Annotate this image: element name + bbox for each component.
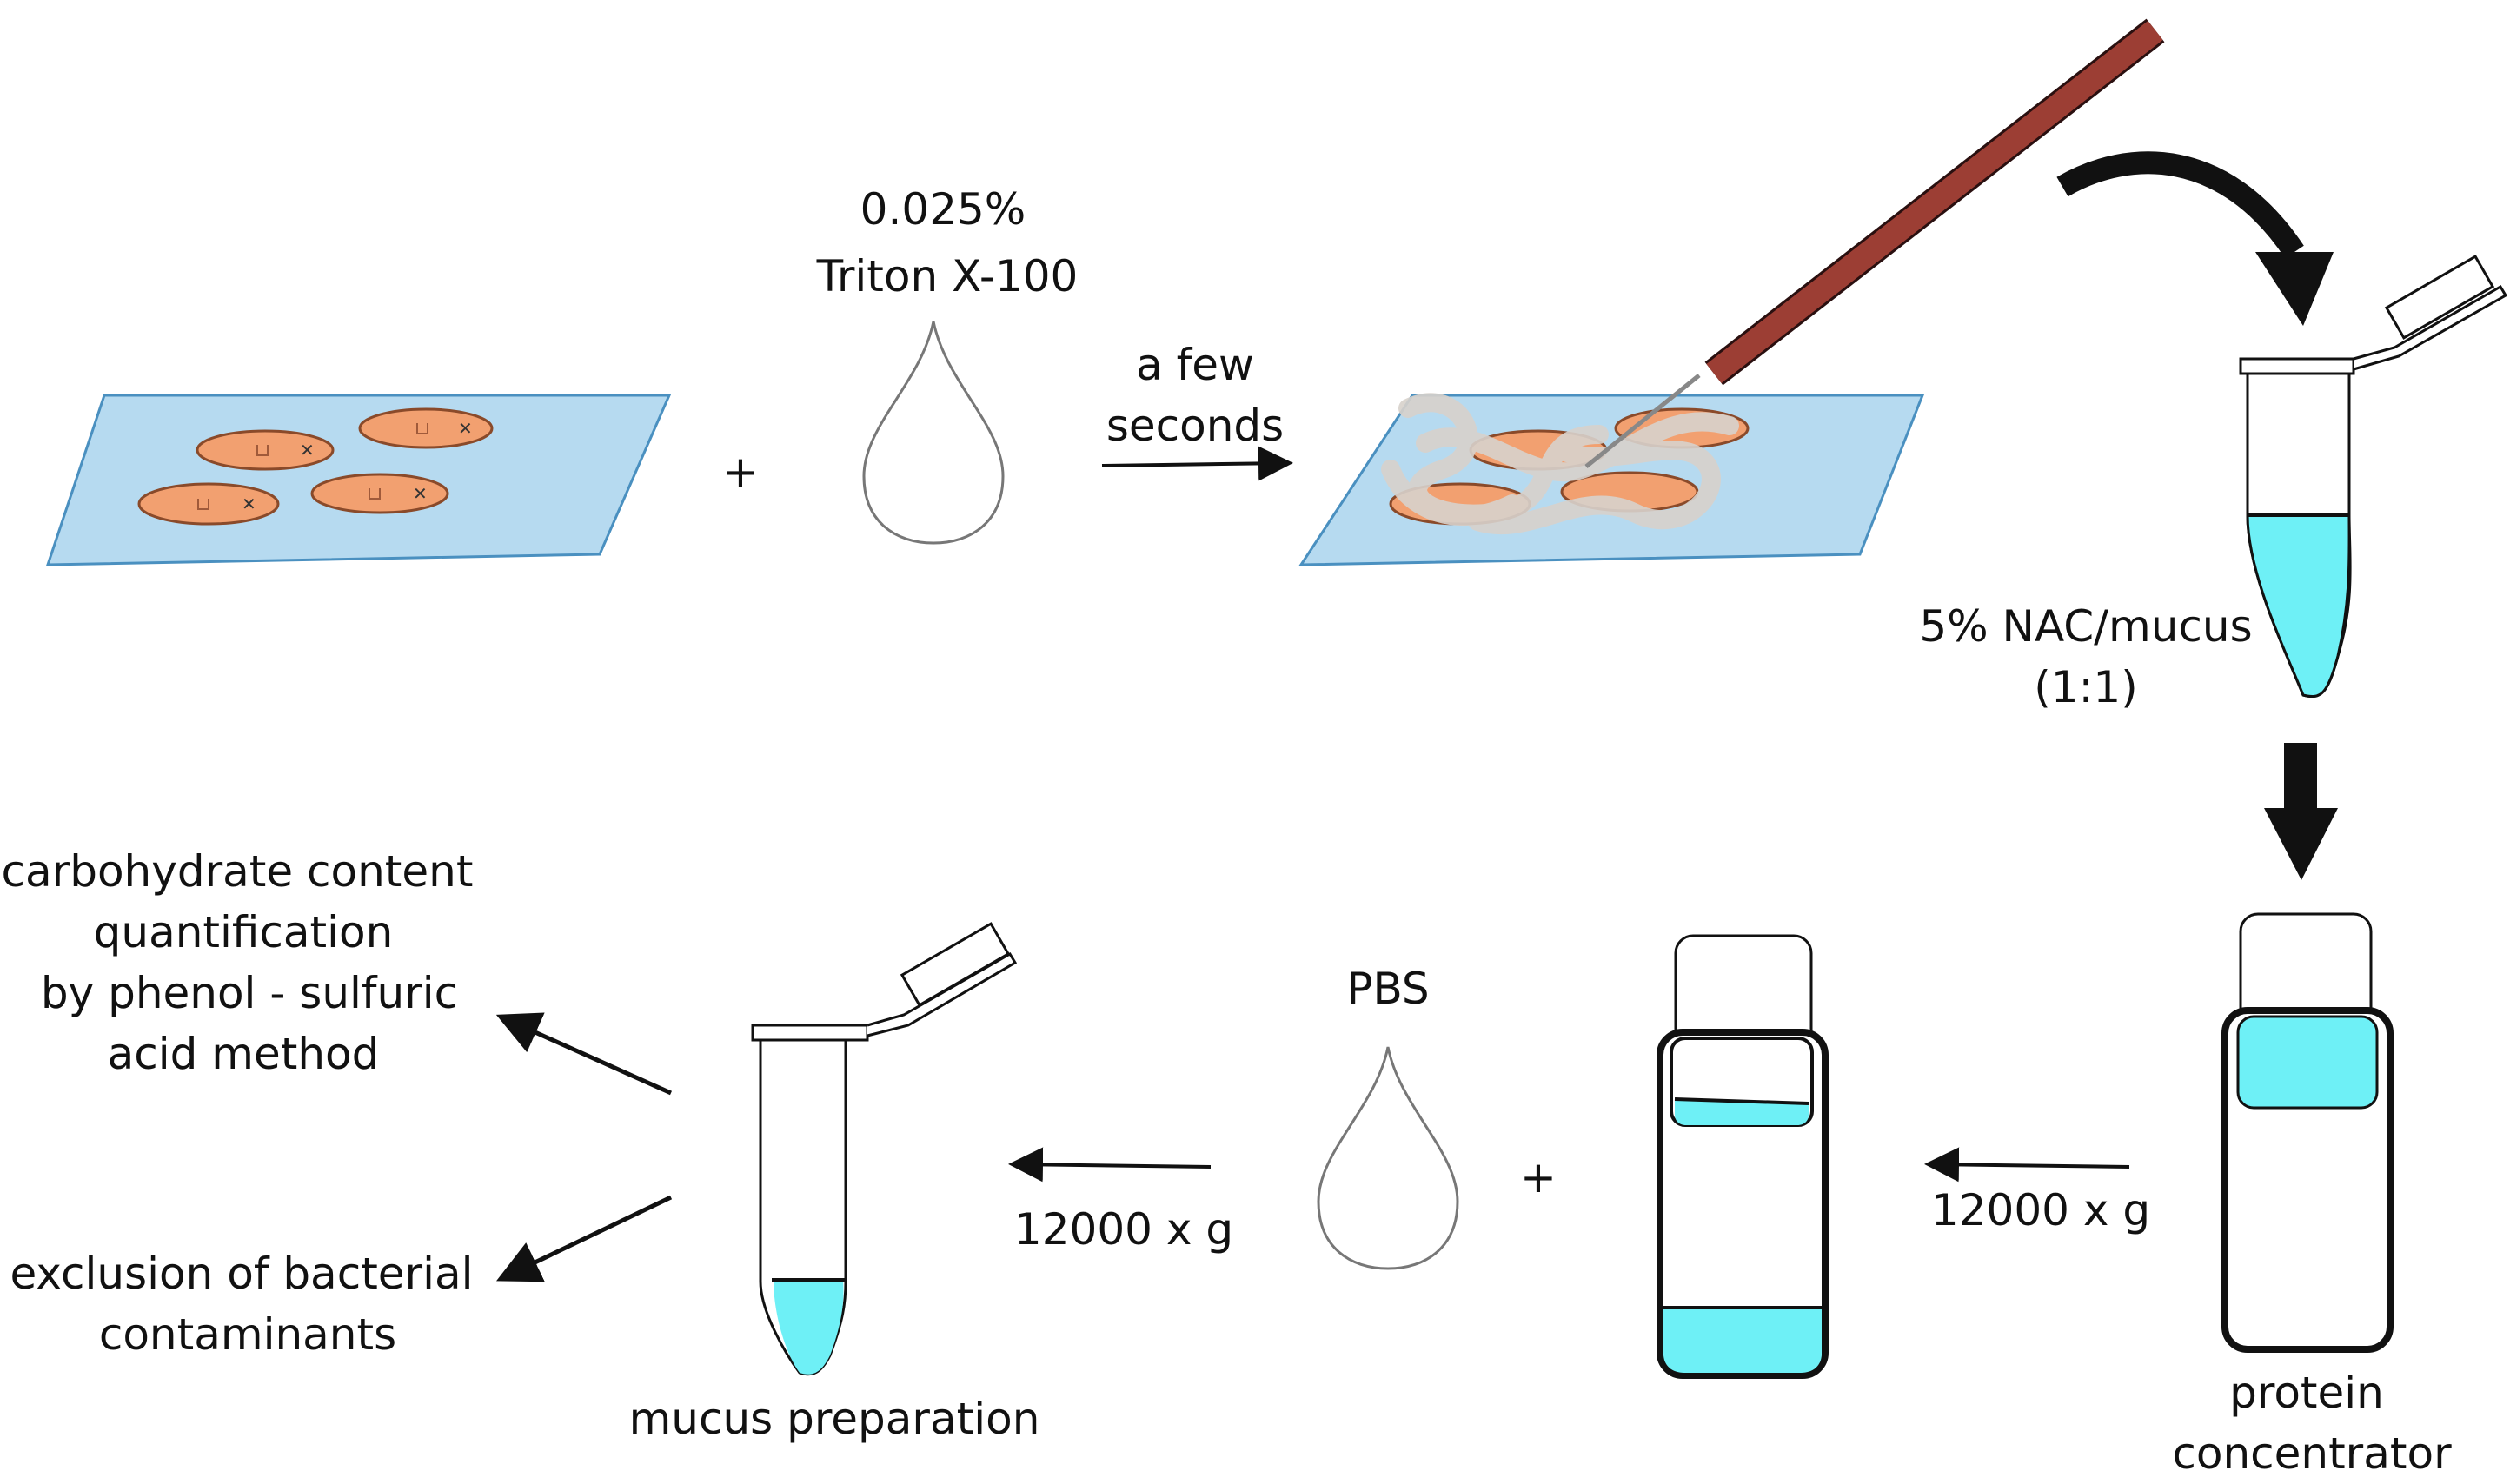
nac-label-line2: (1:1)	[2034, 662, 2137, 712]
microtube-icon	[751, 922, 1018, 1376]
microtube-icon	[2239, 255, 2508, 699]
carb-label-line1: carbohydrate content	[2, 846, 474, 897]
mucus-smear	[1381, 393, 1739, 535]
down-arrow-icon	[2264, 743, 2338, 880]
mucus-prep-label: mucus preparation	[629, 1394, 1040, 1444]
time-label-line1: a few	[1136, 340, 1254, 390]
spin-label-left: 12000 x g	[1014, 1204, 1233, 1255]
droplet-icon	[1317, 1046, 1459, 1270]
triton-name-label: Triton X-100	[816, 251, 1079, 301]
carb-label-line4: acid method	[108, 1029, 380, 1079]
svg-text:✕: ✕	[300, 440, 315, 460]
slide-scraped-icon	[1298, 393, 1925, 566]
concentrator-label-line1: protein	[2229, 1368, 2384, 1418]
fish-icon: ✕	[358, 407, 494, 449]
arrow-to-scraping	[1101, 446, 1293, 481]
plus-sign-bottom: +	[1520, 1152, 1557, 1202]
pbs-label: PBS	[1346, 964, 1429, 1014]
scraper-icon	[1584, 18, 2165, 468]
arrow-to-exclusion	[495, 1195, 673, 1282]
svg-text:✕: ✕	[242, 494, 256, 514]
carb-label-line2: quantification	[94, 907, 394, 957]
arrow-centrifuge-left	[1008, 1147, 1212, 1183]
fish-icon: ✕	[196, 429, 335, 471]
svg-text:✕: ✕	[458, 418, 473, 439]
fish-icon: ✕	[310, 473, 449, 514]
excl-label-line1: exclusion of bacterial	[10, 1249, 473, 1299]
svg-text:✕: ✕	[413, 483, 428, 504]
arrow-centrifuge-right	[1924, 1147, 2130, 1183]
slide-with-fish-icon: ✕ ✕ ✕ ✕	[45, 394, 672, 566]
excl-label-line2: contaminants	[99, 1309, 396, 1360]
triton-concentration-label: 0.025%	[860, 184, 1026, 235]
arrow-to-carbohydrate	[495, 1012, 673, 1096]
spin-label-right: 12000 x g	[1931, 1185, 2150, 1236]
curved-arrow-icon	[2056, 151, 2334, 326]
carb-label-line3: by phenol - sulfuric	[41, 968, 458, 1018]
fish-icon: ✕	[137, 482, 280, 526]
plus-sign: +	[722, 447, 759, 497]
protein-concentrator-spun-icon	[1657, 934, 1829, 1379]
protein-concentrator-icon	[2221, 912, 2394, 1353]
time-label-line2: seconds	[1106, 401, 1284, 451]
droplet-icon	[862, 321, 1005, 545]
concentrator-label-line2: concentrator	[2172, 1428, 2452, 1479]
nac-label-line1: 5% NAC/mucus	[1919, 601, 2252, 652]
